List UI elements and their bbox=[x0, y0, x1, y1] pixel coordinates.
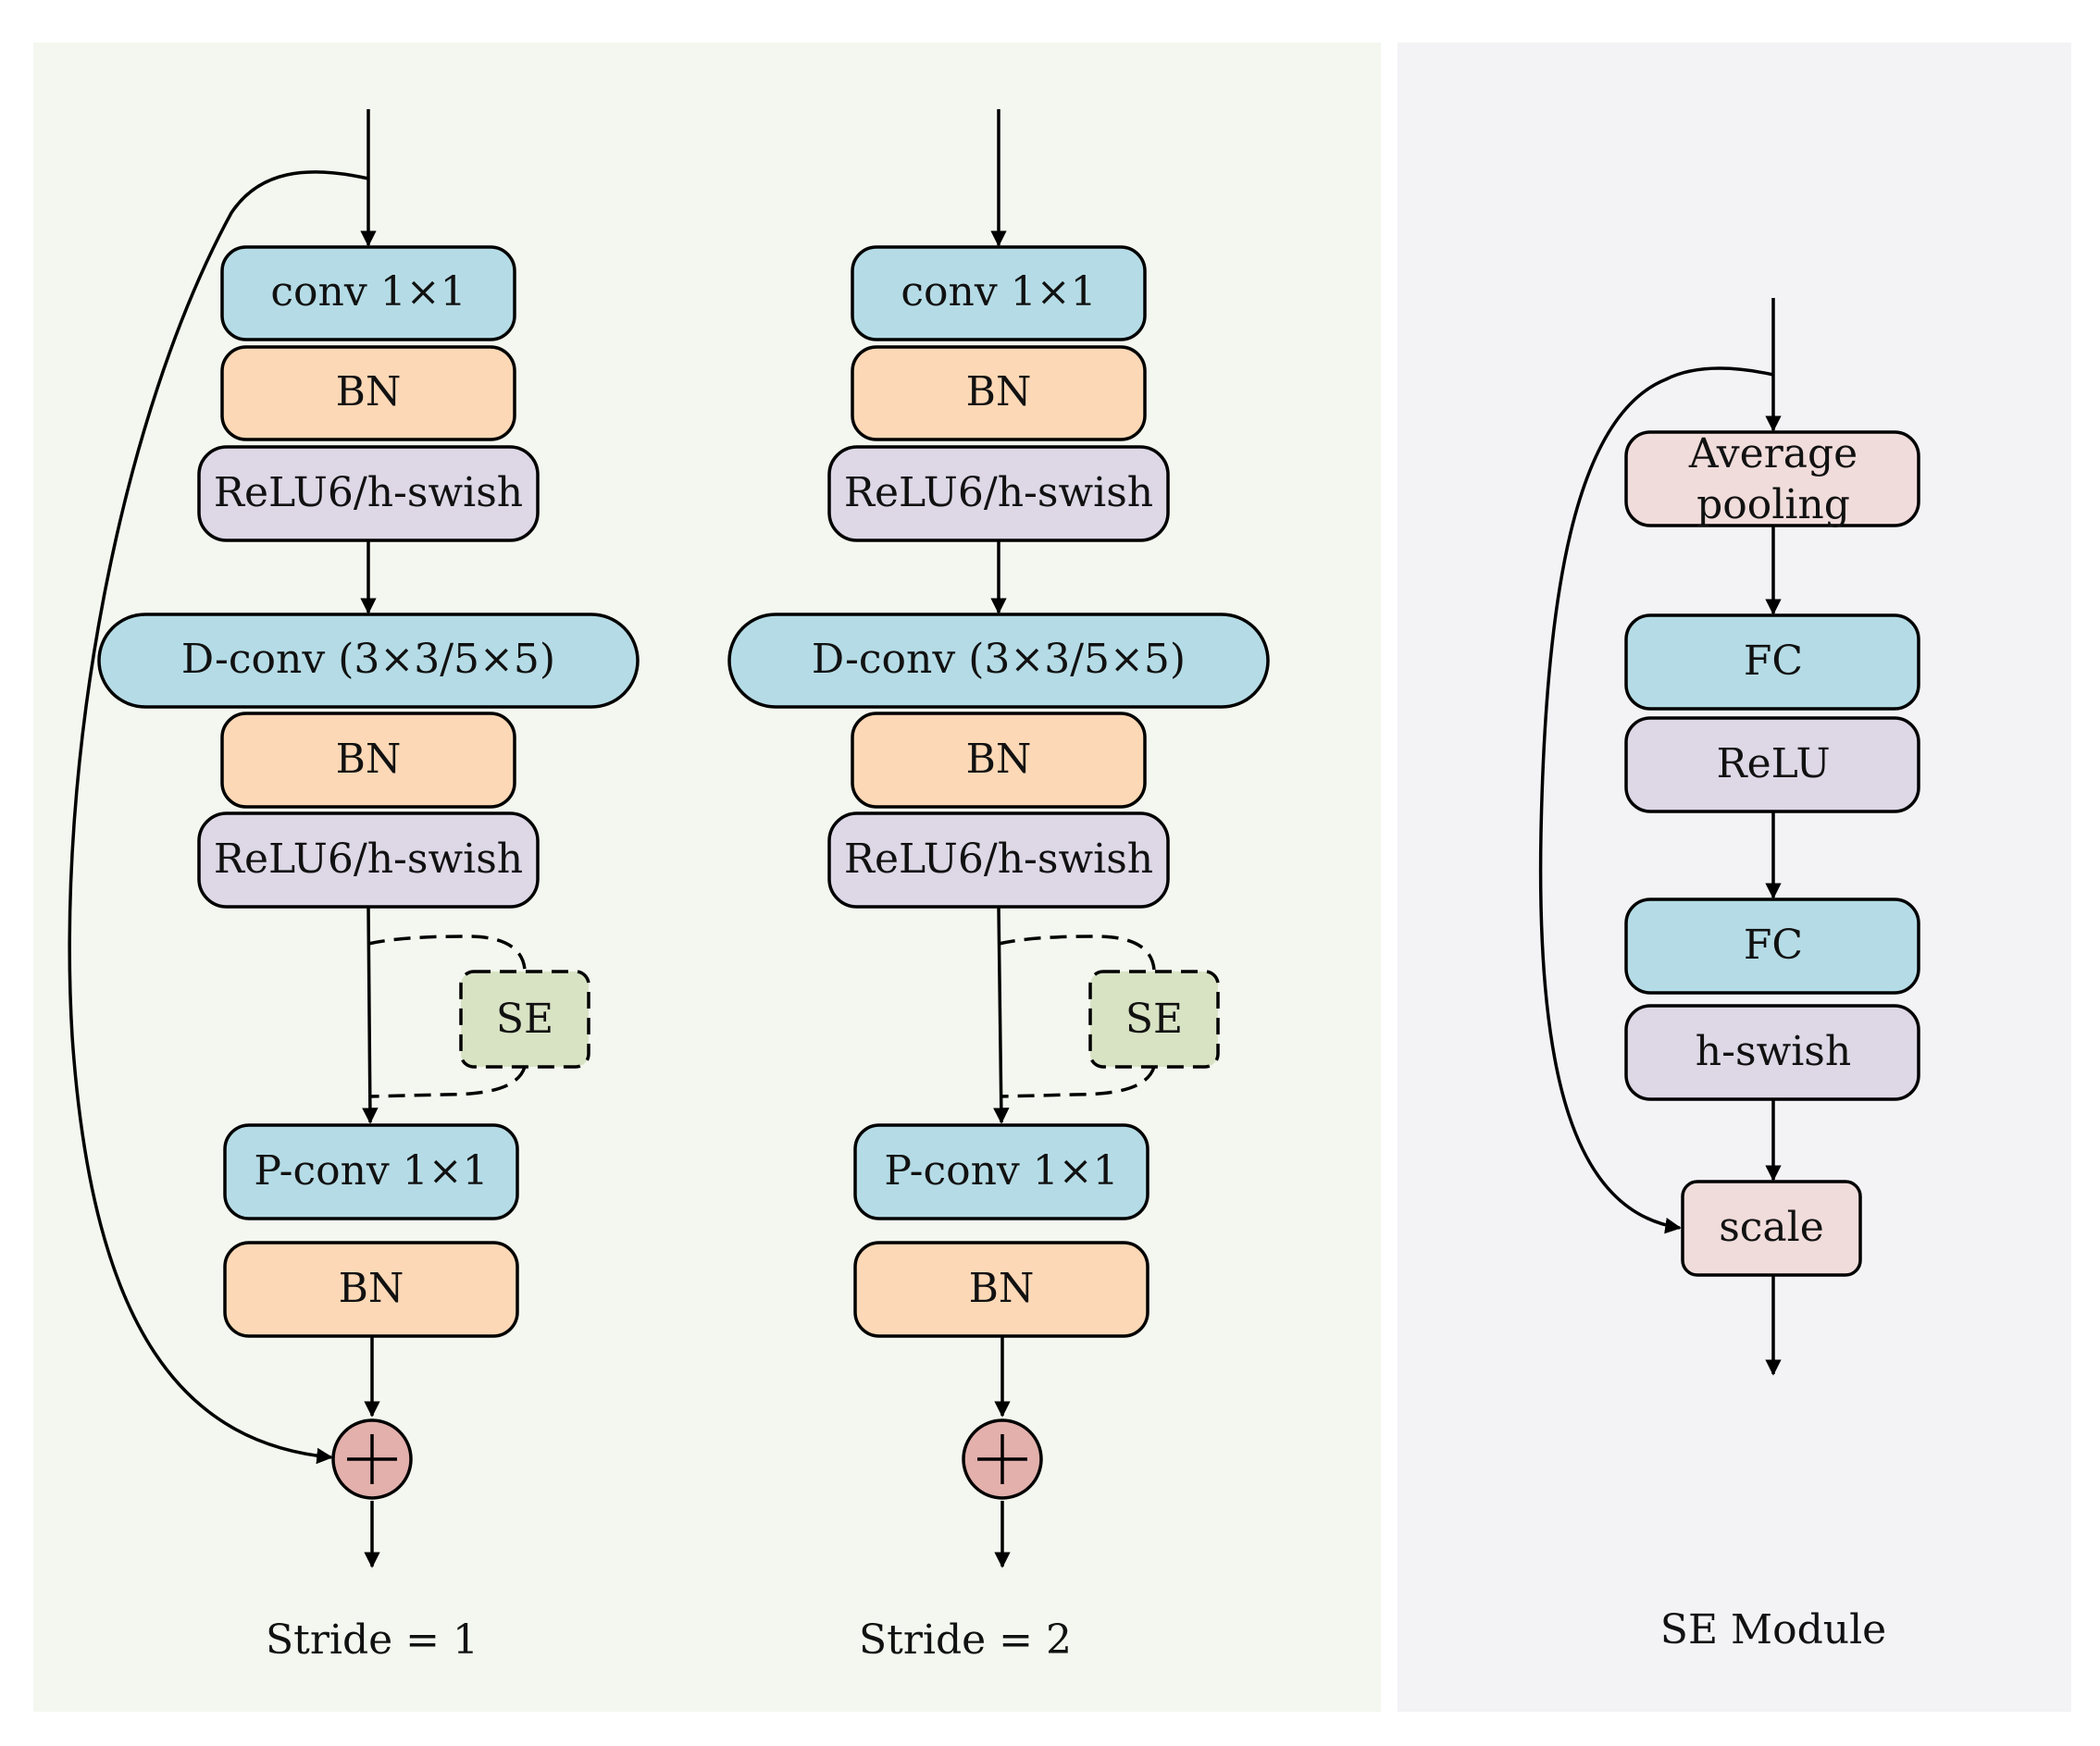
s1-bn2-label: BN bbox=[336, 736, 402, 783]
se-relu-box bbox=[1624, 716, 1920, 813]
s1-se-dashed-upper bbox=[367, 935, 527, 971]
se-hswish-label: h-swish bbox=[1696, 1028, 1851, 1075]
se-residual-arrow bbox=[1538, 366, 1774, 1234]
s2-se-dashed-upper bbox=[998, 935, 1156, 971]
se-avgpool-box bbox=[1624, 430, 1920, 527]
se-panel bbox=[1398, 43, 2071, 1712]
s2-act2-label: ReLU6/h-swish bbox=[844, 836, 1153, 883]
s2-dconv-box bbox=[727, 613, 1270, 709]
s1-se-label: SE bbox=[496, 996, 553, 1043]
se-hswish-box bbox=[1624, 1004, 1920, 1101]
s2-se-box bbox=[1088, 970, 1220, 1069]
s1-act2-label: ReLU6/h-swish bbox=[214, 836, 523, 883]
se-avgpool-label-line1: Average bbox=[1688, 430, 1858, 477]
s2-se-dashed-lower bbox=[1000, 1066, 1156, 1098]
s1-conv1x1-box bbox=[220, 245, 516, 341]
stride1-block: conv 1×1 BN ReLU6/h-swish D-conv (3×3/5×… bbox=[68, 109, 640, 1664]
s1-residual-arrow bbox=[68, 170, 369, 1465]
se-caption: SE Module bbox=[1660, 1606, 1886, 1653]
se-fc2-box bbox=[1624, 898, 1920, 995]
s2-act1-box bbox=[827, 445, 1170, 542]
s1-arrow-to-pconv bbox=[362, 906, 379, 1124]
s1-bn2-box bbox=[220, 712, 516, 809]
s1-conv1x1-label: conv 1×1 bbox=[270, 268, 466, 316]
s1-se-dashed-lower bbox=[368, 1066, 527, 1098]
s2-conv1x1-label: conv 1×1 bbox=[901, 268, 1096, 316]
s2-conv1x1-box bbox=[851, 245, 1147, 341]
s1-caption: Stride = 1 bbox=[266, 1616, 478, 1664]
s2-bn2-label: BN bbox=[966, 736, 1032, 783]
se-fc1-box bbox=[1624, 613, 1920, 711]
se-fc1-label: FC bbox=[1744, 638, 1803, 685]
s2-act1-label: ReLU6/h-swish bbox=[844, 469, 1153, 516]
s2-bn1-box bbox=[851, 345, 1147, 441]
s2-bn3-box bbox=[853, 1241, 1149, 1338]
s2-bn2-box bbox=[851, 712, 1147, 809]
s1-act1-label: ReLU6/h-swish bbox=[214, 469, 523, 516]
s2-pconv-box bbox=[853, 1123, 1149, 1220]
s2-caption: Stride = 2 bbox=[859, 1616, 1072, 1664]
s1-bn3-box bbox=[223, 1241, 519, 1338]
s1-bn3-label: BN bbox=[339, 1265, 404, 1312]
se-scale-label: scale bbox=[1719, 1204, 1824, 1251]
s1-bn1-label: BN bbox=[336, 368, 402, 415]
s2-act2-box bbox=[827, 811, 1170, 909]
se-module-block: Average pooling FC ReLU FC h-swish scale… bbox=[1538, 298, 1920, 1653]
s2-dconv-label: D-conv (3×3/5×5) bbox=[812, 636, 1186, 683]
s2-bn3-label: BN bbox=[969, 1265, 1035, 1312]
se-fc2-label: FC bbox=[1744, 922, 1803, 969]
s1-se-box bbox=[459, 970, 590, 1069]
s1-bn1-box bbox=[220, 345, 516, 441]
s1-act1-box bbox=[197, 445, 540, 542]
se-scale-box bbox=[1681, 1180, 1862, 1277]
s1-pconv-box bbox=[223, 1123, 519, 1220]
s1-act2-box bbox=[197, 811, 540, 909]
stride2-block: conv 1×1 BN ReLU6/h-swish D-conv (3×3/5×… bbox=[727, 109, 1270, 1664]
s2-se-label: SE bbox=[1125, 996, 1183, 1043]
se-relu-label: ReLU bbox=[1716, 740, 1830, 787]
s1-pconv-label: P-conv 1×1 bbox=[254, 1147, 488, 1195]
s2-pconv-label: P-conv 1×1 bbox=[884, 1147, 1118, 1195]
s2-bn1-label: BN bbox=[966, 368, 1032, 415]
se-avgpool-label-line2: pooling bbox=[1696, 481, 1850, 528]
s1-dconv-box bbox=[97, 613, 640, 709]
s1-dconv-label: D-conv (3×3/5×5) bbox=[181, 636, 555, 683]
